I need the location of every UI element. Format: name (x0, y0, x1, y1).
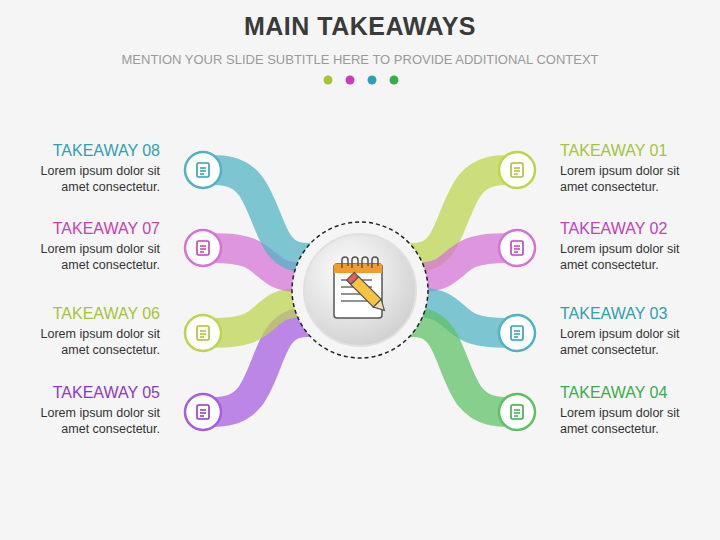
takeaway-item: TAKEAWAY 06Lorem ipsum dolor sit amet co… (10, 304, 160, 358)
takeaway-body: Lorem ipsum dolor sit amet consectetur. (10, 163, 160, 195)
icon-glyph (197, 326, 209, 340)
icon-badge (185, 315, 221, 351)
icon-glyph (197, 241, 209, 255)
icon-badge (499, 394, 535, 430)
takeaway-item: TAKEAWAY 03Lorem ipsum dolor sit amet co… (560, 304, 710, 358)
icon-glyph-lines (200, 410, 206, 416)
takeaway-item: TAKEAWAY 07Lorem ipsum dolor sit amet co… (10, 219, 160, 273)
icon-circle (185, 315, 221, 351)
icon-circle (185, 230, 221, 266)
icon-glyph (511, 241, 523, 255)
takeaway-heading: TAKEAWAY 03 (560, 304, 710, 324)
icon-glyph-lines (514, 331, 520, 337)
icon-glyph-lines (514, 410, 520, 416)
icon-circle (185, 152, 221, 188)
icon-glyph (197, 405, 209, 419)
takeaway-body: Lorem ipsum dolor sit amet consectetur. (560, 405, 710, 437)
takeaway-heading: TAKEAWAY 04 (560, 383, 710, 403)
icon-circle (499, 230, 535, 266)
decor-dot (368, 76, 377, 85)
takeaway-heading: TAKEAWAY 08 (10, 141, 160, 161)
takeaway-heading: TAKEAWAY 07 (10, 219, 160, 239)
takeaway-item: TAKEAWAY 04Lorem ipsum dolor sit amet co… (560, 383, 710, 437)
takeaway-item: TAKEAWAY 08Lorem ipsum dolor sit amet co… (10, 141, 160, 195)
takeaway-heading: TAKEAWAY 01 (560, 141, 710, 161)
icon-glyph-lines (514, 246, 520, 252)
slide-title: MAIN TAKEAWAYS (0, 12, 720, 41)
icon-badge (499, 315, 535, 351)
icon-badge (499, 152, 535, 188)
icon-circle (499, 394, 535, 430)
notepad-icon (334, 257, 388, 318)
center-disc (304, 234, 416, 346)
takeaway-item: TAKEAWAY 01Lorem ipsum dolor sit amet co… (560, 141, 710, 195)
icon-glyph (511, 163, 523, 177)
icon-glyph (511, 326, 523, 340)
icon-glyph (197, 163, 209, 177)
takeaway-item: TAKEAWAY 05Lorem ipsum dolor sit amet co… (10, 383, 160, 437)
icon-glyph-lines (200, 168, 206, 174)
takeaway-body: Lorem ipsum dolor sit amet consectetur. (10, 326, 160, 358)
icon-glyph-lines (200, 246, 206, 252)
decor-dot (390, 76, 399, 85)
icon-glyph-lines (200, 331, 206, 337)
icon-circle (499, 152, 535, 188)
takeaway-body: Lorem ipsum dolor sit amet consectetur. (10, 241, 160, 273)
icon-circle (185, 394, 221, 430)
takeaway-heading: TAKEAWAY 02 (560, 219, 710, 239)
decor-dot (346, 76, 355, 85)
icon-badge (185, 230, 221, 266)
takeaway-item: TAKEAWAY 02Lorem ipsum dolor sit amet co… (560, 219, 710, 273)
takeaway-heading: TAKEAWAY 06 (10, 304, 160, 324)
icon-badge (185, 394, 221, 430)
icon-circle (499, 315, 535, 351)
icon-glyph (511, 405, 523, 419)
decor-dot (324, 76, 333, 85)
takeaway-heading: TAKEAWAY 05 (10, 383, 160, 403)
icon-badge (185, 152, 221, 188)
takeaway-body: Lorem ipsum dolor sit amet consectetur. (560, 326, 710, 358)
icon-glyph-lines (514, 168, 520, 174)
takeaway-body: Lorem ipsum dolor sit amet consectetur. (560, 163, 710, 195)
center-dashed-ring (292, 222, 428, 358)
slide-subtitle: MENTION YOUR SLIDE SUBTITLE HERE TO PROV… (0, 52, 720, 67)
takeaway-body: Lorem ipsum dolor sit amet consectetur. (10, 405, 160, 437)
icon-badge (499, 230, 535, 266)
takeaway-body: Lorem ipsum dolor sit amet consectetur. (560, 241, 710, 273)
